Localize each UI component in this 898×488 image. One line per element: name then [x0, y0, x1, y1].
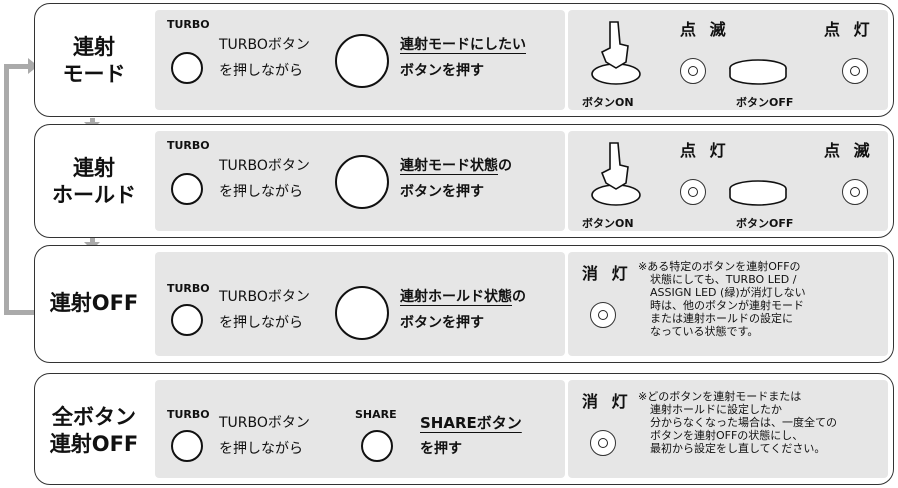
action-line2: ボタンを押す — [400, 184, 484, 200]
instr-line1: TURBOボタン — [219, 289, 310, 305]
released-button-icon — [729, 59, 787, 85]
mode-title-line: 全ボタン — [52, 405, 136, 429]
note-line: 時は、他のボタンが連射モード — [650, 299, 804, 312]
target-button-icon — [335, 286, 389, 340]
action-line1: SHAREボタン — [420, 414, 522, 433]
status-off: 消 灯 — [582, 392, 632, 411]
instr-line1: TURBOボタン — [219, 415, 310, 431]
turbo-button-icon — [171, 430, 203, 462]
action-bold: 連射モードにしたい — [400, 37, 526, 53]
mode-title-line: ホールド — [52, 183, 136, 207]
target-button-icon — [335, 155, 389, 209]
action-line2: を押す — [420, 441, 462, 457]
note-line: 分からなくなった場合は、一度全ての — [650, 416, 837, 429]
status-left: 点 灯 — [680, 141, 730, 160]
mode-title: 連射OFF — [35, 290, 153, 317]
status-off: 消 灯 — [582, 264, 632, 283]
note-line: 状態にしても、TURBO LED / — [650, 273, 797, 286]
instruction-area: TURBO TURBOボタン を押しながら SHARE SHAREボタン を押す — [155, 380, 565, 478]
instruction-area: TURBO TURBOボタン を押しながら 連射モード状態の ボタンを押す — [155, 131, 565, 231]
action-rest: の — [512, 289, 526, 305]
status-right: 点 滅 — [824, 141, 874, 160]
button-on-label: ボタンON — [582, 217, 634, 230]
note-text: ※ある特定のボタンを連射OFFの 状態にしても、TURBO LED / ASSI… — [638, 260, 886, 338]
mode-title-line: 連射 — [73, 156, 115, 180]
action-bold: SHAREボタン — [420, 414, 522, 432]
note-line: または連射ホールドの設定に — [650, 312, 793, 325]
instr-line2: を押しながら — [219, 184, 303, 200]
turbo-label: TURBO — [167, 18, 210, 31]
led-off-icon — [590, 430, 616, 456]
panel-all-buttons-off: 全ボタン 連射OFF TURBO TURBOボタン を押しながら SHARE S… — [34, 373, 894, 485]
mode-title-line: モード — [62, 62, 126, 86]
pressing-hand-icon — [591, 21, 641, 85]
turbo-button-icon — [171, 304, 203, 336]
action-line2: ボタンを押す — [400, 315, 484, 331]
led-icon — [842, 58, 868, 84]
led-status-area: 消 灯 ※どのボタンを連射モードまたは 連射ホールドに設定したか 分からなくなっ… — [568, 380, 888, 478]
instr-line2: を押しながら — [219, 63, 303, 79]
share-button-icon — [361, 430, 393, 462]
led-status-area: 消 灯 ※ある特定のボタンを連射OFFの 状態にしても、TURBO LED / … — [568, 252, 888, 356]
note-text: ※どのボタンを連射モードまたは 連射ホールドに設定したか 分からなくなった場合は… — [638, 390, 886, 455]
instruction-area: TURBO TURBOボタン を押しながら 連射モードにしたい ボタンを押す — [155, 10, 565, 110]
mode-title: 連射 モード — [35, 34, 153, 88]
action-rest: の — [498, 158, 512, 174]
led-icon — [680, 179, 706, 205]
turbo-button-icon — [171, 173, 203, 205]
mode-title-line: 連射 — [73, 35, 115, 59]
action-line1: 連射モードにしたい — [400, 36, 526, 55]
released-button-icon — [729, 180, 787, 206]
mode-title-line: 連射OFF — [49, 291, 139, 315]
action-line2: ボタンを押す — [400, 63, 484, 79]
turbo-label: TURBO — [167, 139, 210, 152]
panel-rapid-fire-mode: 連射 モード TURBO TURBOボタン を押しながら 連射モードにしたい ボ… — [34, 3, 894, 117]
instr-line2: を押しながら — [219, 441, 303, 457]
mode-title-line: 連射OFF — [49, 432, 139, 456]
note-line: ASSIGN LED (緑)が消灯しない — [650, 286, 806, 299]
note-line: 最初から設定をし直してください。 — [650, 442, 826, 455]
action-bold: 連射モード状態 — [400, 158, 498, 174]
instr-line2: を押しながら — [219, 315, 303, 331]
action-line1: 連射モード状態の — [400, 157, 512, 176]
note-line: ボタンを連射OFFの状態にし、 — [650, 429, 804, 442]
status-left: 点 滅 — [680, 20, 730, 39]
turbo-label: TURBO — [167, 282, 210, 295]
action-bold: 連射ホールド状態 — [400, 289, 512, 305]
led-icon — [842, 179, 868, 205]
instr-line1: TURBOボタン — [219, 37, 310, 53]
button-off-label: ボタンOFF — [736, 217, 794, 230]
led-status-area: ボタンON 点 滅 ボタンOFF 点 灯 — [568, 10, 888, 110]
action-line1: 連射ホールド状態の — [400, 288, 526, 307]
note-line: ※どのボタンを連射モードまたは — [638, 390, 802, 403]
instr-line1: TURBOボタン — [219, 158, 310, 174]
mode-title: 連射 ホールド — [35, 155, 153, 209]
share-label: SHARE — [355, 408, 397, 421]
led-icon — [680, 58, 706, 84]
led-status-area: ボタンON 点 灯 ボタンOFF 点 滅 — [568, 131, 888, 231]
note-line: 連射ホールドに設定したか — [650, 403, 782, 416]
status-right: 点 灯 — [824, 20, 874, 39]
turbo-label: TURBO — [167, 408, 210, 421]
target-button-icon — [335, 34, 389, 88]
mode-title: 全ボタン 連射OFF — [35, 404, 153, 458]
note-line: なっている状態です。 — [650, 325, 759, 338]
panel-rapid-fire-off: 連射OFF TURBO TURBOボタン を押しながら 連射ホールド状態の ボタ… — [34, 245, 894, 363]
led-off-icon — [590, 302, 616, 328]
button-on-label: ボタンON — [582, 96, 634, 109]
pressing-hand-icon — [591, 142, 641, 206]
instruction-area: TURBO TURBOボタン を押しながら 連射ホールド状態の ボタンを押す — [155, 252, 565, 356]
button-off-label: ボタンOFF — [736, 96, 794, 109]
panel-rapid-fire-hold: 連射 ホールド TURBO TURBOボタン を押しながら 連射モード状態の ボ… — [34, 124, 894, 238]
note-line: ※ある特定のボタンを連射OFFの — [638, 260, 801, 273]
turbo-button-icon — [171, 52, 203, 84]
